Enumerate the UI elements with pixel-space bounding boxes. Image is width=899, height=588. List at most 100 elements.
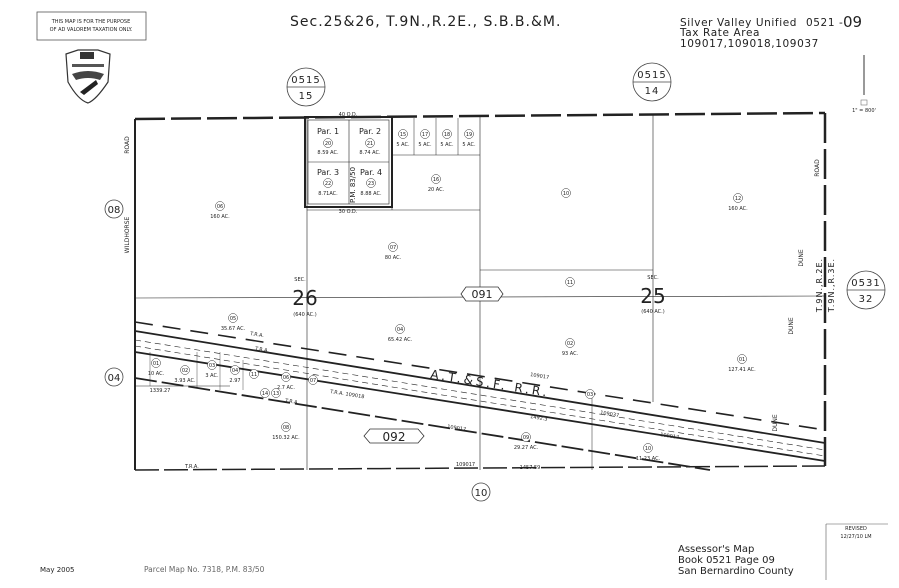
page-block-092[interactable]: 092 — [363, 428, 425, 444]
parcel-acreage: 160 AC. — [210, 214, 230, 220]
book-ref-04[interactable]: 04 — [104, 367, 124, 387]
tra-labels: T.R.A. T.R.A. T.R.A. T.R.A. T.R.A. 10901… — [184, 331, 679, 470]
svg-text:30 O.D.: 30 O.D. — [339, 209, 358, 215]
parcel-map-reference: Parcel Map No. 7318, P.M. 83/50 — [144, 565, 265, 574]
parcel-13[interactable]: 13 — [271, 388, 281, 398]
parcel-11[interactable]: 11 — [565, 277, 575, 287]
svg-text:T.9N.,R.3E.: T.9N.,R.3E. — [827, 258, 836, 313]
parcel-acreage: 11.23 AC. — [636, 456, 661, 462]
dimensions: 40 O.D. 30 O.D. 1339.27 1457.59 1492.3 — [150, 112, 548, 471]
svg-text:(640 AC.): (640 AC.) — [293, 312, 316, 318]
parcel-number: 03 — [587, 392, 593, 398]
parcel-02[interactable]: 023.93 AC. — [174, 365, 196, 385]
section-26: SEC. 26 (640 AC.) — [292, 277, 317, 318]
parcel-number-circle — [388, 242, 398, 252]
svg-text:8.74 AC.: 8.74 AC. — [359, 150, 381, 156]
parcel-number: 11 — [567, 280, 573, 286]
book-ref-10[interactable]: 10 — [471, 482, 491, 502]
adjoining-map-0515-14[interactable]: 0515 14 — [632, 62, 672, 102]
parcel-number-circle — [180, 365, 190, 375]
svg-text:T.R.A.: T.R.A. — [184, 464, 199, 470]
svg-text:26: 26 — [292, 286, 317, 310]
township-lines: T.9N.,R.2E. T.9N.,R.3E. — [815, 258, 836, 313]
book-ref-08[interactable]: 08 — [104, 199, 124, 219]
parcel-number-circle — [207, 360, 217, 370]
parcel-03[interactable]: 033 AC. — [205, 360, 219, 380]
parcel-acreage: 2.7 AC. — [277, 385, 295, 391]
parcel-number: 12 — [735, 196, 741, 202]
parcel-acreage: 2.97 — [229, 378, 240, 384]
parcel-number-circle — [420, 129, 430, 139]
parcel-15[interactable]: 155 AC. — [396, 129, 410, 149]
road-labels: WILDHORSE ROAD DUNE ROAD DUNE DUNE — [124, 136, 821, 432]
parcel-03[interactable]: 03 — [585, 389, 595, 399]
parcel-14[interactable]: 14 — [260, 388, 270, 398]
svg-text:23: 23 — [368, 181, 374, 187]
parcel-acreage: 150.32 AC. — [272, 435, 300, 441]
county-seal — [65, 49, 111, 104]
parcel-10[interactable]: 10 — [561, 188, 571, 198]
page-block-091[interactable]: 091 — [460, 286, 504, 302]
parcel-number: 17 — [422, 132, 428, 138]
parcel-number-circle — [431, 174, 441, 184]
svg-text:(640 AC.): (640 AC.) — [641, 309, 664, 315]
svg-text:8.88 AC.: 8.88 AC. — [360, 191, 382, 197]
parcel-04[interactable]: 042.97 — [229, 365, 241, 385]
svg-text:22: 22 — [325, 181, 331, 187]
svg-text:32: 32 — [859, 294, 874, 305]
svg-text:1339.27: 1339.27 — [150, 388, 171, 394]
parcel-18[interactable]: 185 AC. — [440, 129, 454, 149]
svg-text:WILDHORSE: WILDHORSE — [124, 216, 131, 253]
map-boundaries — [134, 111, 827, 471]
parcel-07[interactable]: 07 — [308, 375, 318, 385]
parcel-acreage: 80 AC. — [385, 255, 402, 261]
notice-box: THIS MAP IS FOR THE PURPOSE OF AD VALORE… — [36, 11, 147, 41]
parcel-number-circle — [565, 277, 575, 287]
parcel-number-circle — [643, 443, 653, 453]
svg-text:T.R.A.: T.R.A. — [249, 331, 265, 339]
svg-text:109017: 109017 — [447, 424, 467, 433]
parcel-number: 03 — [209, 363, 215, 369]
parcel-number: 04 — [232, 368, 238, 374]
svg-text:SEC.: SEC. — [647, 275, 659, 281]
svg-text:Par. 1: Par. 1 — [317, 127, 339, 136]
adjoining-map-0531-32[interactable]: 0531 32 — [846, 270, 886, 310]
parcel-acreage: 5 AC. — [440, 142, 454, 148]
parcel-number: 19 — [466, 132, 472, 138]
parcel-11[interactable]: 11 — [249, 369, 259, 379]
svg-text:08: 08 — [108, 205, 121, 216]
svg-text:04: 04 — [108, 373, 121, 384]
parcel-17[interactable]: 175 AC. — [418, 129, 432, 149]
svg-text:Book 0521 Page 09: Book 0521 Page 09 — [678, 555, 775, 566]
svg-text:0515: 0515 — [291, 75, 320, 86]
svg-text:12/27/10 LM: 12/27/10 LM — [840, 534, 871, 540]
parcel-number-circle — [249, 369, 259, 379]
svg-text:109017: 109017 — [660, 432, 680, 441]
parcel-number: 04 — [397, 327, 403, 333]
svg-text:SEC.: SEC. — [294, 277, 306, 283]
notice-line: THIS MAP IS FOR THE PURPOSE — [51, 19, 131, 25]
parcel-number-circle — [398, 129, 408, 139]
parcel-number: 01 — [153, 361, 159, 367]
parcel-06[interactable]: 062.7 AC. — [277, 372, 295, 392]
svg-text:14: 14 — [645, 86, 660, 97]
parcel-number: 05 — [230, 316, 236, 322]
parcel-19[interactable]: 195 AC. — [462, 129, 476, 149]
parcel-map-ref: P.M. 83/50 — [349, 167, 357, 203]
svg-text:DUNE: DUNE — [798, 249, 805, 267]
adjoining-map-0515-15[interactable]: 0515 15 — [286, 67, 326, 107]
svg-text:20: 20 — [325, 141, 331, 147]
